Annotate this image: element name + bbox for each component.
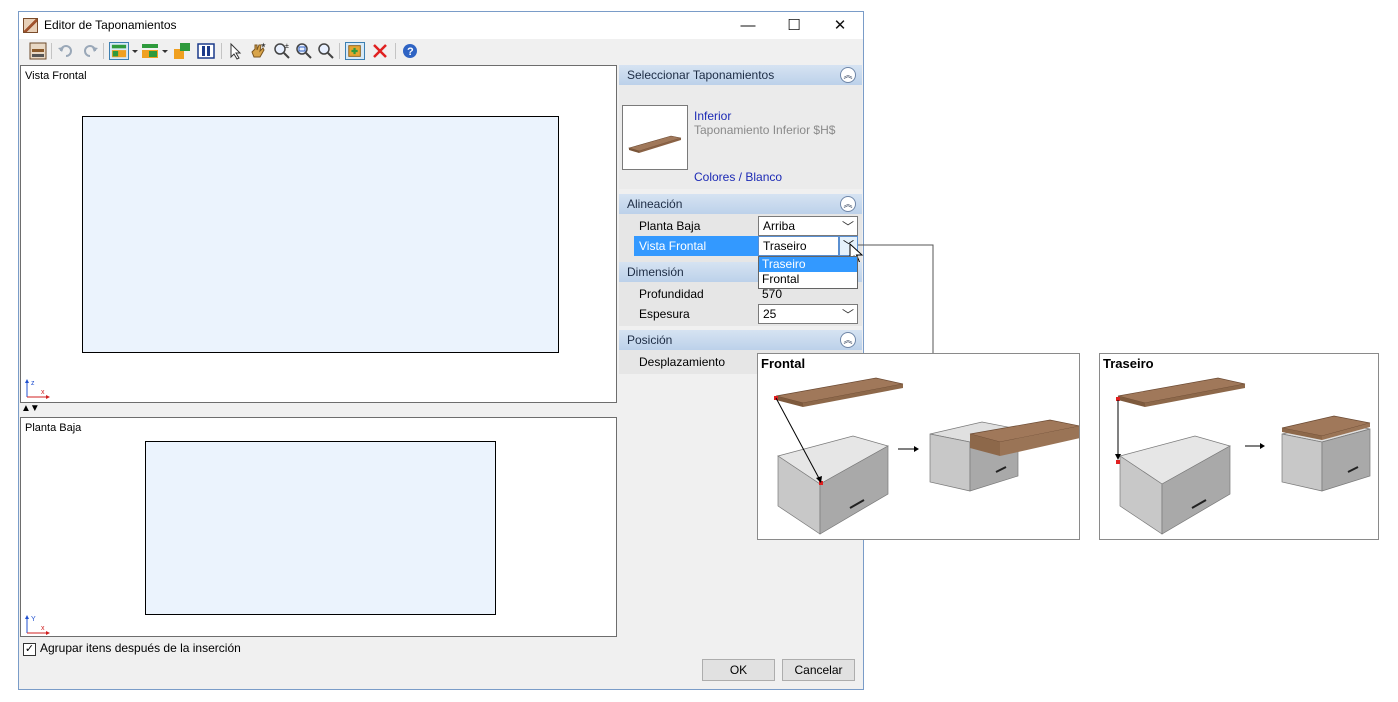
dropdown-option-frontal[interactable]: Frontal: [762, 272, 800, 286]
cancel-button[interactable]: Cancelar: [782, 659, 855, 681]
layout-icon[interactable]: [109, 42, 129, 60]
front-axis-icon: z x: [25, 379, 50, 399]
select-section-title: Seleccionar Taponamientos: [627, 68, 775, 82]
callout-line: [858, 244, 934, 382]
zoom-icon[interactable]: [317, 42, 335, 60]
front-axis-h-label: x: [41, 389, 45, 396]
collapse-icon[interactable]: ︽: [840, 67, 856, 83]
group-checkbox-label: Agrupar itens después de la inserción: [40, 641, 241, 655]
cursor-icon[interactable]: [227, 42, 245, 60]
frontal-illustration: Frontal: [757, 353, 1080, 540]
espesura-label: Espesura: [639, 307, 690, 321]
layer-dropdown-icon[interactable]: [161, 42, 169, 60]
dropdown-option-traseiro[interactable]: Traseiro: [759, 257, 857, 272]
editor-window: Editor de Taponamientos — ☐ ✕: [18, 11, 864, 690]
layout-dropdown-icon[interactable]: [131, 42, 139, 60]
collapse-icon[interactable]: ︽: [840, 196, 856, 212]
plan-view-shape[interactable]: [145, 441, 496, 615]
dimension-section-title: Dimensión: [627, 265, 684, 279]
shape-icon[interactable]: [173, 42, 191, 60]
profundidad-value[interactable]: 570: [762, 287, 783, 301]
item-thumbnail[interactable]: [622, 105, 688, 170]
planta-baja-value: Arriba: [763, 219, 796, 233]
group-checkbox[interactable]: ✓: [23, 643, 36, 656]
ok-button[interactable]: OK: [702, 659, 775, 681]
frontal-diagram: [774, 377, 1079, 535]
window-title: Editor de Taponamientos: [44, 18, 177, 32]
toolbar: ± ?: [19, 39, 863, 63]
planta-baja-label: Planta Baja: [639, 219, 701, 233]
traseiro-illustration: Traseiro: [1099, 353, 1379, 540]
vista-frontal-value: Traseiro: [763, 239, 807, 253]
svg-text:±: ±: [285, 43, 289, 50]
redo-icon[interactable]: [81, 42, 99, 60]
vista-frontal-dropdown-list: Traseiro Frontal: [758, 256, 858, 289]
select-section-header[interactable]: Seleccionar Taponamientos ︽: [619, 65, 862, 85]
close-button[interactable]: ✕: [833, 17, 847, 34]
help-icon[interactable]: ?: [401, 42, 419, 60]
plan-axis-v-label: Y: [31, 616, 36, 623]
chevron-down-icon: ﹀: [841, 308, 854, 322]
minimize-button[interactable]: —: [740, 17, 756, 34]
zoom-window-icon[interactable]: [295, 42, 313, 60]
alignment-section-title: Alineación: [627, 197, 683, 211]
front-axis-v-label: z: [31, 380, 35, 387]
title-bar: Editor de Taponamientos — ☐ ✕: [19, 12, 863, 39]
svg-text:?: ?: [407, 46, 414, 58]
frontal-illustration-title: Frontal: [761, 356, 806, 371]
desplazamiento-label: Desplazamiento: [639, 355, 726, 369]
delete-icon[interactable]: [371, 42, 389, 60]
plan-view-panel[interactable]: Planta Baja Y x: [20, 417, 617, 637]
planta-baja-select[interactable]: Arriba ﹀: [758, 216, 858, 236]
chevron-down-icon: ﹀: [841, 220, 854, 234]
plan-view-label: Planta Baja: [25, 422, 82, 434]
position-section-title: Posición: [627, 333, 673, 347]
item-description: Taponamiento Inferior $H$: [694, 123, 836, 137]
app-icon: [23, 18, 38, 33]
espesura-select[interactable]: 25 ﹀: [758, 304, 858, 324]
front-view-shape[interactable]: [82, 116, 559, 353]
collapse-icon[interactable]: ︽: [840, 332, 856, 348]
plan-axis-h-label: x: [41, 625, 45, 632]
plan-axis-icon: Y x: [25, 615, 50, 635]
espesura-value: 25: [763, 307, 777, 321]
traseiro-diagram: [1115, 377, 1371, 535]
vista-frontal-label: Vista Frontal: [639, 239, 707, 253]
wood-board-icon: [627, 135, 682, 153]
zoom-extents-icon[interactable]: ±: [273, 42, 291, 60]
front-view-panel[interactable]: Vista Frontal z x: [20, 65, 617, 403]
view-splitter[interactable]: ▲▼: [21, 403, 40, 414]
columns-icon[interactable]: [197, 42, 215, 60]
front-view-label: Vista Frontal: [25, 70, 87, 82]
item-name-link[interactable]: Inferior: [694, 109, 732, 123]
undo-icon[interactable]: [57, 42, 75, 60]
vista-frontal-row-highlight: [634, 236, 758, 256]
chevron-down-icon: ﹀: [843, 240, 854, 252]
layer-icon[interactable]: [141, 42, 159, 60]
maximize-button[interactable]: ☐: [787, 17, 801, 34]
profundidad-label: Profundidad: [639, 287, 704, 301]
item-color-link[interactable]: Colores / Blanco: [694, 170, 783, 184]
position-section-header[interactable]: Posición ︽: [619, 330, 862, 350]
editor-icon[interactable]: [29, 42, 47, 60]
traseiro-illustration-title: Traseiro: [1103, 356, 1154, 371]
vista-frontal-select[interactable]: Traseiro: [758, 236, 839, 256]
alignment-section-header[interactable]: Alineación ︽: [619, 194, 862, 214]
insert-icon[interactable]: [345, 42, 365, 60]
hand-icon[interactable]: [249, 42, 267, 60]
